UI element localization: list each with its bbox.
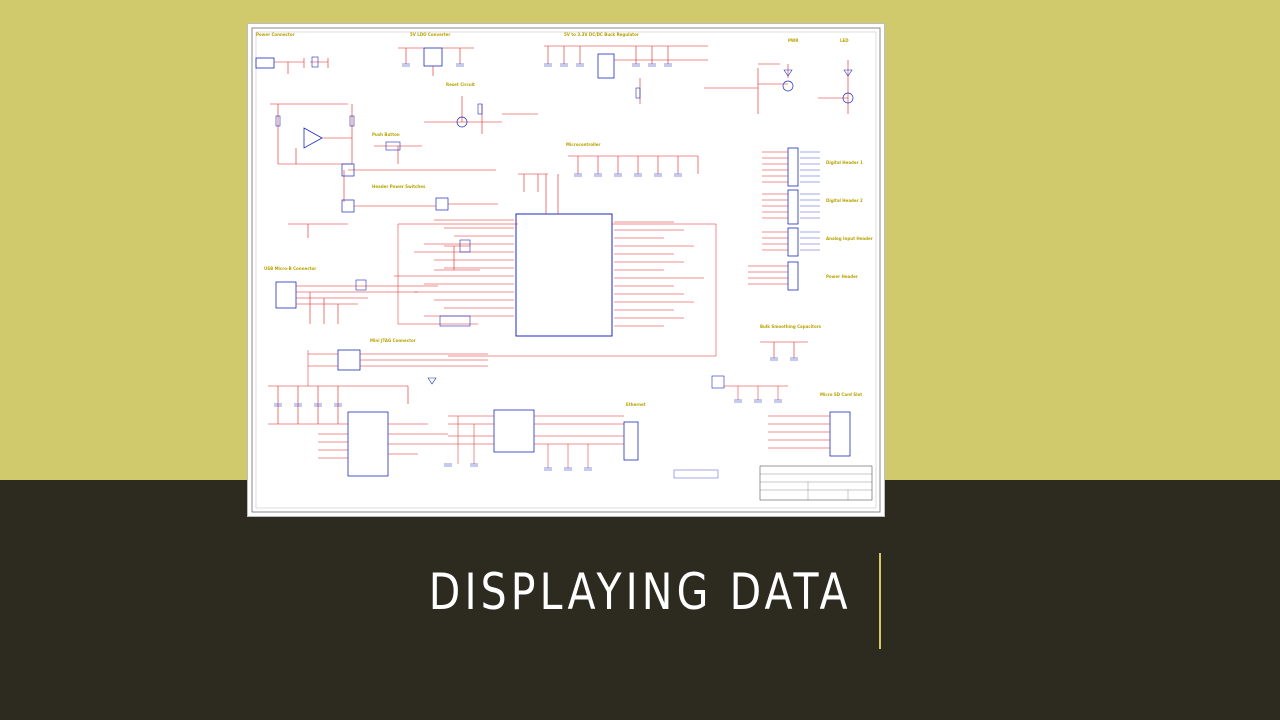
title-accent-line — [879, 553, 881, 649]
section-label-buck-regulator: 5V to 3.3V DC/DC Buck Regulator — [564, 32, 639, 37]
section-label-micro-sd: Micro SD Card Slot — [820, 392, 862, 397]
section-label-mini-jtag: Mini JTAG Connector — [370, 338, 416, 343]
schematic-image: Power Connector 5V LDO Converter 5V to 3… — [248, 24, 884, 516]
title-background-band — [0, 480, 1280, 720]
section-label-microcontroller: Microcontroller — [566, 142, 600, 147]
section-label-push-button: Push Button — [372, 132, 400, 137]
section-label-power-header: Power Header — [826, 274, 858, 279]
section-label-ethernet: Ethernet — [626, 402, 646, 407]
slide-title: DISPLAYING DATA — [429, 563, 852, 621]
section-label-5v-ldo: 5V LDO Converter — [410, 32, 450, 37]
section-label-header-power-switches: Header Power Switches — [372, 184, 426, 189]
section-label-usb-micro-b: USB Micro-B Connector — [264, 266, 316, 271]
section-label-analog-header: Analog Input Header — [826, 236, 873, 241]
section-label-power-connector: Power Connector — [256, 32, 295, 37]
section-label-digital-header-1: Digital Header 1 — [826, 160, 863, 165]
section-label-pwr: PWR — [788, 38, 798, 43]
section-label-bulk-capacitors: Bulk Smoothing Capacitors — [760, 324, 822, 329]
section-label-reset-circuit: Reset Circuit — [446, 82, 475, 87]
section-label-led: LED — [840, 38, 849, 43]
section-label-digital-header-2: Digital Header 2 — [826, 198, 863, 203]
